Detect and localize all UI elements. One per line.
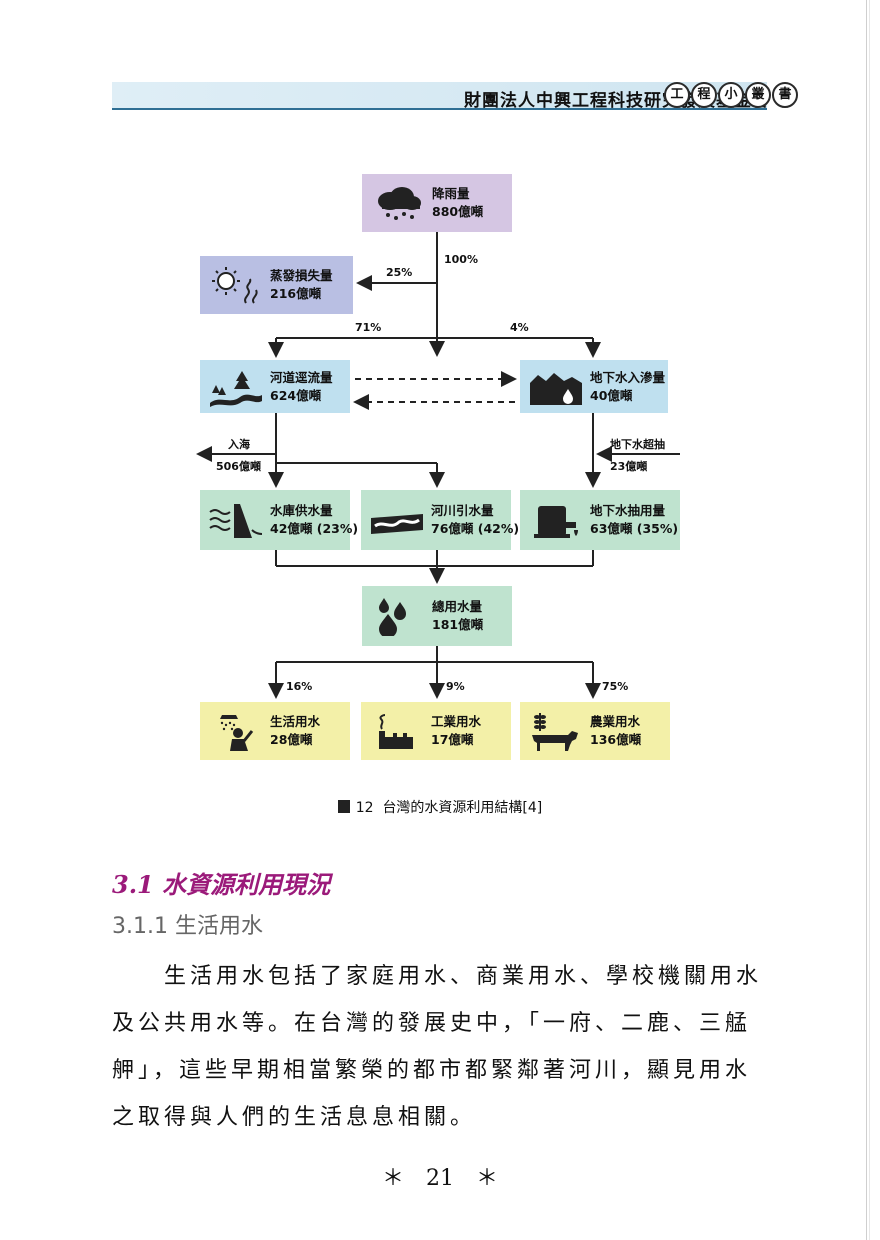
groundwater-pump-value: 63億噸 (35%) xyxy=(590,521,679,536)
reservoir-label: 水庫供水量 xyxy=(270,503,333,518)
water-drops-icon xyxy=(379,598,406,636)
to-sea-value: 506億噸 xyxy=(216,460,261,473)
infiltration-value: 40億噸 xyxy=(590,387,633,403)
total-use-value: 181億噸 xyxy=(432,617,484,632)
page-edge-rule-inner xyxy=(869,0,870,1240)
rain-cloud-icon xyxy=(378,187,421,220)
domestic-box: 生活用水 28億噸 xyxy=(200,702,350,760)
domestic-label: 生活用水 xyxy=(270,714,321,729)
pct-75: 75% xyxy=(602,680,629,693)
groundwater-pump-box: 地下水抽用量 63億噸 (35%) xyxy=(520,490,680,550)
body-paragraph: 生活用水包括了家庭用水、商業用水、學校機關用水及公共用水等。在台灣的發展史中，「… xyxy=(112,953,768,1141)
section-title: 3.1 水資源利用現況 xyxy=(112,870,331,899)
total-use-box: 總用水量 181億噸 xyxy=(362,586,512,646)
body-text: 生活用水包括了家庭用水、商業用水、學校機關用水及公共用水等。在台灣的發展史中，「… xyxy=(112,964,763,1130)
runoff-value: 624億噸 xyxy=(270,387,322,403)
groundwater-drop-icon xyxy=(530,372,582,405)
dam-icon xyxy=(209,504,263,538)
cow-wheat-icon xyxy=(532,713,578,751)
infiltration-label: 地下水入滲量 xyxy=(590,369,666,385)
groundwater-pump-label: 地下水抽用量 xyxy=(590,503,666,518)
series-char: 程 xyxy=(691,82,717,108)
domestic-value: 28億噸 xyxy=(270,732,313,747)
shower-person-icon xyxy=(220,715,254,751)
pump-icon xyxy=(534,506,578,538)
pct-16: 16% xyxy=(286,680,313,693)
runoff-label: 河道逕流量 xyxy=(270,369,333,385)
figure-marker-icon xyxy=(337,800,350,813)
factory-icon xyxy=(379,714,413,749)
series-char: 工 xyxy=(664,82,690,108)
river-intake-icon xyxy=(371,514,423,534)
overpump-label: 地下水超抽 xyxy=(610,438,665,451)
river-intake-label: 河川引水量 xyxy=(431,503,494,518)
river-trees-icon xyxy=(210,370,262,407)
pct-4: 4% xyxy=(510,321,529,334)
header-band xyxy=(112,82,767,110)
pct-25: 25% xyxy=(386,266,413,279)
rainfall-label: 降雨量 xyxy=(432,186,470,201)
overpump-value: 23億噸 xyxy=(610,460,648,473)
agricultural-box: 農業用水 136億噸 xyxy=(520,702,670,760)
subsection-title: 3.1.1 生活用水 xyxy=(112,914,263,939)
agricultural-label: 農業用水 xyxy=(590,714,641,729)
sun-icon xyxy=(212,267,258,304)
river-intake-box: 河川引水量 76億噸 (42%) xyxy=(361,490,519,550)
industrial-value: 17億噸 xyxy=(431,732,474,747)
agricultural-value: 136億噸 xyxy=(590,732,642,747)
series-char: 叢 xyxy=(745,82,771,108)
flow-connectors xyxy=(196,232,680,699)
river-intake-value: 76億噸 (42%) xyxy=(431,521,520,536)
figure-caption: 12 台灣的水資源利用結構[4] xyxy=(0,797,880,817)
page-number: ＊ 21 ＊ xyxy=(382,1166,498,1191)
reservoir-box: 水庫供水量 42億噸 (23%) xyxy=(200,490,358,550)
pct-9: 9% xyxy=(446,680,465,693)
evaporation-value: 216億噸 xyxy=(270,286,322,301)
reservoir-value: 42億噸 (23%) xyxy=(270,521,359,536)
pct-71: 71% xyxy=(355,321,382,334)
infiltration-box: 地下水入滲量 40億噸 xyxy=(520,360,668,413)
evaporation-label: 蒸發損失量 xyxy=(270,268,333,283)
figure-title: 台灣的水資源利用結構[4] xyxy=(382,800,543,816)
total-use-label: 總用水量 xyxy=(432,599,483,614)
series-char: 書 xyxy=(772,82,798,108)
industrial-box: 工業用水 17億噸 xyxy=(361,702,511,760)
evaporation-box: 蒸發損失量 216億噸 xyxy=(200,256,353,314)
runoff-box: 河道逕流量 624億噸 xyxy=(200,360,350,413)
figure-number: 12 xyxy=(355,800,374,816)
series-badge: 工 程 小 叢 書 xyxy=(664,82,798,108)
page-edge-rule xyxy=(866,0,867,1240)
industrial-label: 工業用水 xyxy=(431,714,482,729)
to-sea-label: 入海 xyxy=(228,438,250,451)
rainfall-box: 降雨量 880億噸 xyxy=(362,174,512,232)
rainfall-value: 880億噸 xyxy=(432,204,484,219)
series-char: 小 xyxy=(718,82,744,108)
pct-100: 100% xyxy=(444,253,478,266)
